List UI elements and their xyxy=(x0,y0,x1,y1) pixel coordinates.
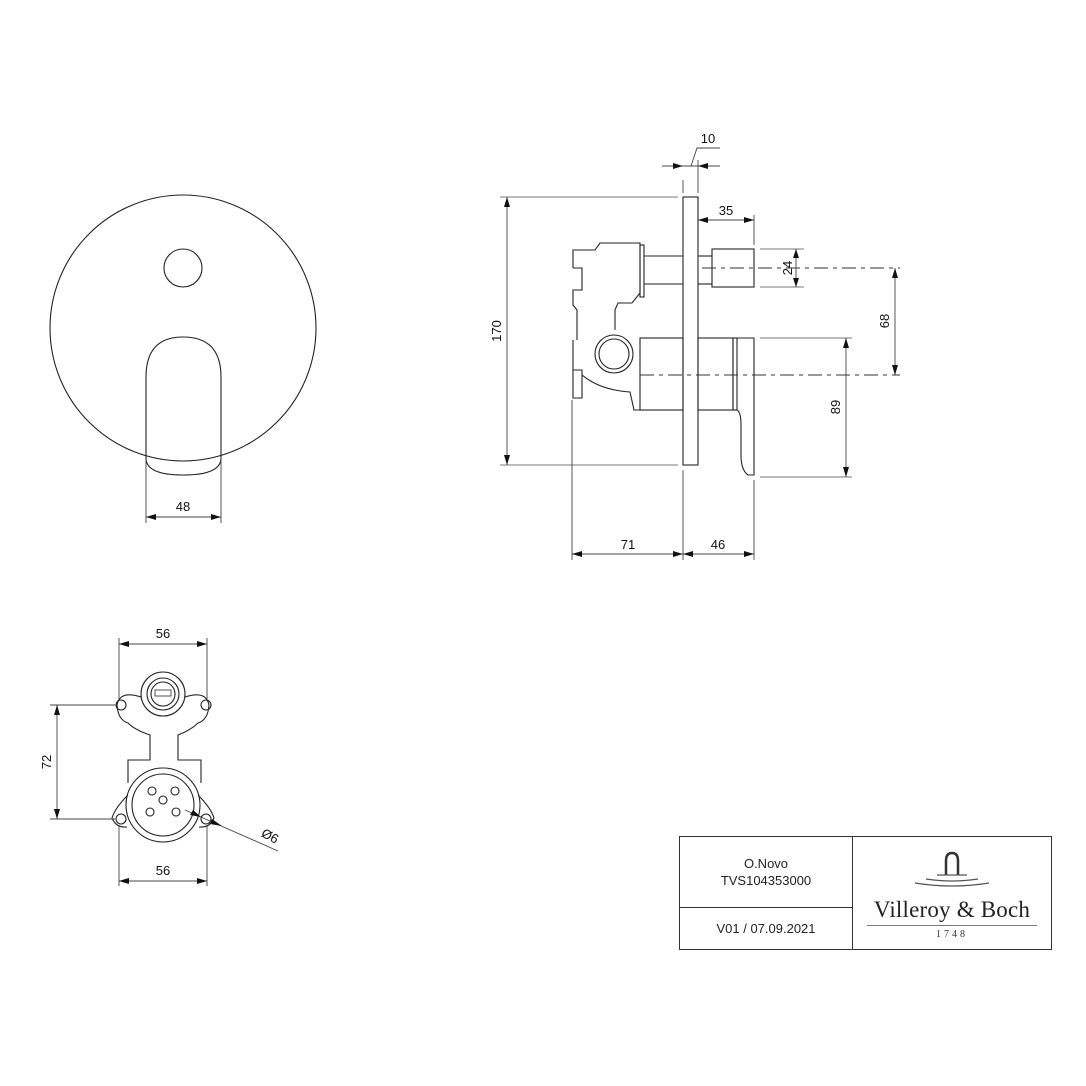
brand-year: 1748 xyxy=(936,929,968,940)
version-date: V01 / 07.09.2021 xyxy=(716,921,816,936)
brand-logo: Villeroy & Boch 1748 xyxy=(853,837,1051,949)
dim-hole-diameter: Ø6 xyxy=(259,825,281,846)
dim-outlet-diameter: 24 xyxy=(780,261,795,275)
dim-outlet-projection: 35 xyxy=(719,203,733,218)
title-block: O.Novo TVS104353000 V01 / 07.09.2021 Vil… xyxy=(679,836,1052,950)
front-view: 48 xyxy=(49,194,317,523)
diverter-button xyxy=(163,248,203,288)
dim-plate-thickness: 10 xyxy=(701,131,715,146)
side-handle xyxy=(736,337,755,476)
side-view: 10 35 170 24 68 89 xyxy=(489,131,900,560)
dim-height: 170 xyxy=(489,320,504,342)
brand-name: Villeroy & Boch xyxy=(873,897,1031,922)
product-info: O.Novo TVS104353000 xyxy=(680,837,852,908)
dim-bottom-width: 56 xyxy=(156,863,170,878)
brand-underline xyxy=(867,925,1037,926)
faucet-logo-icon xyxy=(914,851,990,887)
product-name: O.Novo xyxy=(743,856,789,871)
dim-projection: 46 xyxy=(711,537,725,552)
title-block-info: O.Novo TVS104353000 V01 / 07.09.2021 xyxy=(680,837,853,949)
dim-top-width: 56 xyxy=(156,626,170,641)
dim-outlet-to-axis: 68 xyxy=(877,314,892,328)
dim-vertical-spacing: 72 xyxy=(39,755,54,769)
article-number: TVS104353000 xyxy=(720,873,812,888)
dim-body-depth: 71 xyxy=(621,537,635,552)
wall-plate xyxy=(682,196,699,466)
dim-handle-height: 89 xyxy=(828,400,843,414)
lever-handle xyxy=(145,336,222,476)
rough-in-view: 56 72 56 Ø6 xyxy=(39,626,281,886)
dim-handle-width: 48 xyxy=(176,499,190,514)
cover-plate-outline xyxy=(49,194,317,462)
